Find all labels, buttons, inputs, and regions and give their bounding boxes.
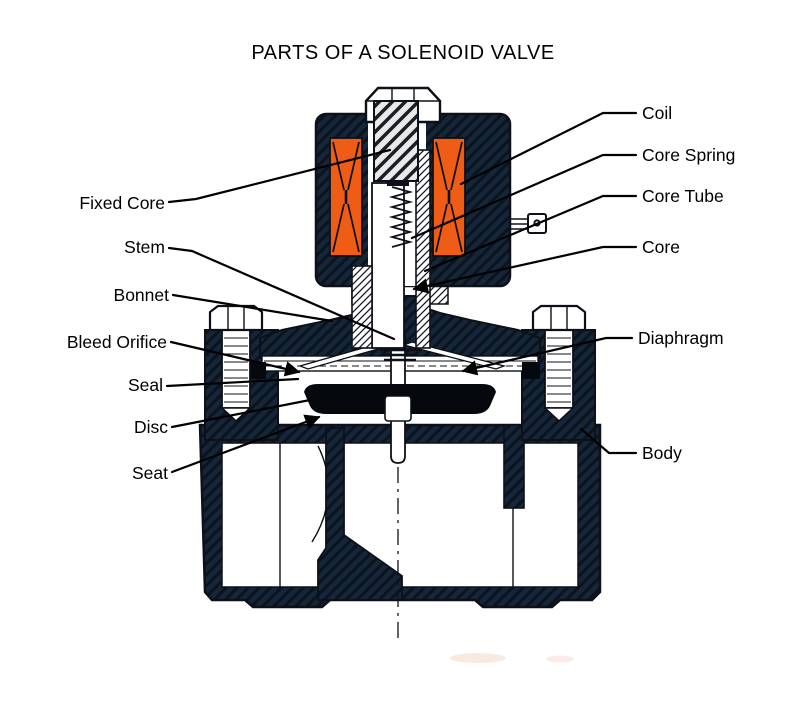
label-seal: Seal [128,375,163,395]
label-bleed-orifice: Bleed Orifice [67,332,167,352]
core-plunger [371,182,405,349]
leader-bleed-orifice [169,340,301,377]
bolt-head [208,304,264,332]
disc-nut [384,395,412,422]
leader-bonnet [171,293,334,323]
leader-diaphragm [461,336,634,376]
bolt-threads [224,337,248,403]
label-coil: Coil [642,103,672,123]
label-body: Body [642,443,682,463]
seal-ring-left [248,362,266,379]
leader-core-tube [423,194,638,273]
leader-disc [170,398,312,429]
leader-seat [170,414,321,474]
label-core-spring: Core Spring [642,145,735,165]
bolt-head [531,304,587,332]
core-spring-coil [388,186,414,248]
coil-winding-right [432,137,466,257]
bonnet-bolt-left [208,304,264,423]
core-tube-wall-right [415,149,431,349]
core-tube-wall-left [351,265,373,349]
background-smudges [450,653,574,663]
label-seat: Seat [132,463,168,483]
labels-left: Fixed Core Stem Bonnet Bleed Orifice Sea… [67,193,169,483]
valve-body [198,423,602,609]
bolt-shaft [221,329,251,409]
leader-fixed-core [167,148,392,204]
leader-stem [167,246,396,341]
label-diaphragm: Diaphragm [638,328,724,348]
label-stem: Stem [124,237,165,257]
leader-lines [165,111,638,474]
body-center-partition [317,427,403,601]
bolt-tip [542,407,576,423]
fixed-core [373,100,419,182]
coil-terminal [510,213,547,234]
stem-washers [380,348,420,362]
label-core-tube: Core Tube [642,186,724,206]
label-core: Core [642,237,680,257]
label-bonnet: Bonnet [114,285,170,305]
leader-core [412,245,638,294]
stem-and-disc [304,333,496,641]
bonnet-bolt-right [531,304,587,423]
leader-seal [165,377,300,388]
diagram-title: PARTS OF A SOLENOID VALVE [251,42,554,64]
leader-core-spring [410,153,638,240]
coil-winding-left [329,137,363,257]
bolt-shaft [544,329,574,409]
body-seat-tube-right [503,424,525,509]
label-disc: Disc [134,417,168,437]
bolt-threads [547,337,571,403]
labels-right: Coil Core Spring Core Tube Core Diaphrag… [638,103,735,463]
leader-body [579,427,638,455]
spring-seat [387,181,409,186]
label-fixed-core: Fixed Core [79,193,165,213]
seal-ring-right [522,362,540,379]
leader-coil [459,111,638,186]
